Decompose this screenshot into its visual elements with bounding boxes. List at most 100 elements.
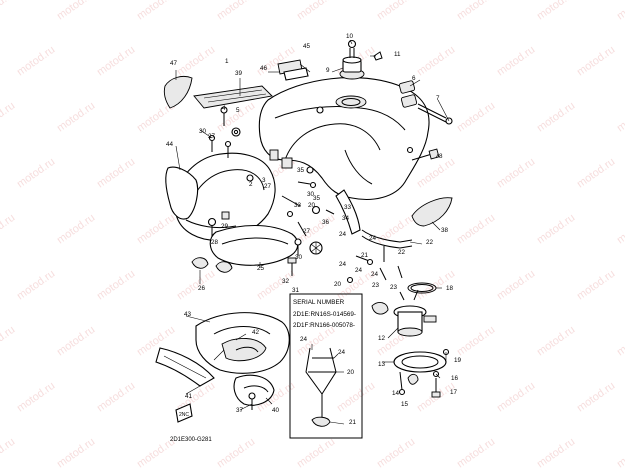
watermark-text: motod.ru <box>95 380 137 415</box>
grommets-26 <box>191 257 233 273</box>
callout-39: 39 <box>235 70 243 77</box>
watermark-text: motod.ru <box>15 268 57 303</box>
callout-33: 33 <box>344 204 352 211</box>
watermark-text: motod.ru <box>495 380 537 415</box>
watermark-text: motod.ru <box>295 436 337 468</box>
callout-18: 18 <box>446 285 454 292</box>
callout-4: 4 <box>222 105 226 112</box>
watermark-text: motod.ru <box>0 0 17 22</box>
callout-c20c: 20 <box>308 202 316 209</box>
watermark-text: motod.ru <box>455 0 497 22</box>
callout-19: 19 <box>454 357 462 364</box>
callout-c27c: 27 <box>303 228 311 235</box>
watermark-text: motod.ru <box>575 44 617 79</box>
callout-24: 24 <box>355 267 363 274</box>
watermark-text: motod.ru <box>215 436 257 468</box>
watermark-text: motod.ru <box>535 100 577 135</box>
watermark-text: motod.ru <box>535 436 577 468</box>
callout-1: 1 <box>225 58 229 65</box>
callout-46: 46 <box>260 65 268 72</box>
callout-7: 7 <box>436 95 440 102</box>
watermark-text: motod.ru <box>615 324 625 359</box>
watermark-text: motod.ru <box>615 436 625 468</box>
callout-6: 6 <box>412 75 416 82</box>
callout-c30c: 30 <box>295 254 303 261</box>
callout-c24d: 24 <box>369 235 377 242</box>
watermark-text: motod.ru <box>95 156 137 191</box>
side-cover-left <box>165 166 199 220</box>
tank-dampers <box>398 80 453 125</box>
callout-c35b: 35 <box>313 195 321 202</box>
watermark-text: motod.ru <box>0 212 17 247</box>
watermark-text: motod.ru <box>0 436 17 468</box>
callout-30: 30 <box>199 128 207 135</box>
watermark-text: motod.ru <box>495 268 537 303</box>
watermark-text: motod.ru <box>535 0 577 22</box>
tube-bracket <box>346 229 413 284</box>
part-45-46 <box>277 59 309 81</box>
callout-17: 17 <box>450 389 458 396</box>
callout-43: 43 <box>184 311 192 318</box>
callout-16: 16 <box>451 375 459 382</box>
watermark-text: motod.ru <box>575 268 617 303</box>
callout-9: 9 <box>326 67 330 74</box>
callout-34: 34 <box>342 215 350 222</box>
watermark-text: motod.ru <box>95 44 137 79</box>
callout-2: 2 <box>249 181 253 188</box>
callout-15: 15 <box>401 401 409 408</box>
callout-44: 44 <box>166 141 174 148</box>
watermark-text: motod.ru <box>415 156 457 191</box>
callout-38: 38 <box>441 227 449 234</box>
watermark-text: motod.ru <box>295 0 337 22</box>
cap-37 <box>248 392 256 410</box>
callout-13: 13 <box>378 361 386 368</box>
parts-28-29 <box>207 211 230 236</box>
callout-31: 31 <box>292 287 300 294</box>
bracket-27 <box>281 195 307 237</box>
knob-44 <box>309 241 323 255</box>
watermark-text: motod.ru <box>55 324 97 359</box>
fuel-pump-12 <box>371 289 437 337</box>
callout-c24c: 24 <box>338 349 346 356</box>
watermark-text: motod.ru <box>495 156 537 191</box>
watermark-text: motod.ru <box>55 100 97 135</box>
callout-40: 40 <box>272 407 280 414</box>
panel-38 <box>411 197 453 227</box>
callout-26: 26 <box>198 285 206 292</box>
watermark-text: motod.ru <box>375 436 417 468</box>
plate-13 <box>393 348 450 398</box>
callout-c24b: 24 <box>300 336 308 343</box>
leader-lines <box>175 39 450 425</box>
watermark-text: motod.ru <box>175 268 217 303</box>
watermark-text: motod.ru <box>615 0 625 22</box>
watermark-text: motod.ru <box>95 268 137 303</box>
watermark-text: motod.ru <box>535 324 577 359</box>
watermark-text: motod.ru <box>455 100 497 135</box>
callout-32: 32 <box>282 278 290 285</box>
screws-30-31 <box>287 238 302 276</box>
lower-cover-25 <box>209 225 299 266</box>
callout-c20b: 20 <box>334 281 342 288</box>
watermark-text: motod.ru <box>175 44 217 79</box>
callout-c24e: 24 <box>339 261 347 268</box>
callout-22: 22 <box>426 239 434 246</box>
callout-28: 28 <box>211 239 219 246</box>
fasteners-middle <box>246 166 335 218</box>
watermark-text: motod.ru <box>615 100 625 135</box>
watermark-text: motod.ru <box>135 212 177 247</box>
callout-12: 12 <box>378 335 386 342</box>
callout-8: 8 <box>439 153 443 160</box>
callout-21: 21 <box>349 419 357 426</box>
stay-33-34 <box>335 189 361 235</box>
callout-3: 3 <box>262 177 266 184</box>
serial-line-1: 2D1E:RN16S-014569- <box>293 311 356 318</box>
watermark-text: motod.ru <box>55 0 97 22</box>
callout-42: 42 <box>252 329 260 336</box>
callout-c24f: 24 <box>339 231 347 238</box>
watermark-text: motod.ru <box>575 156 617 191</box>
callout-41: 41 <box>185 393 193 400</box>
